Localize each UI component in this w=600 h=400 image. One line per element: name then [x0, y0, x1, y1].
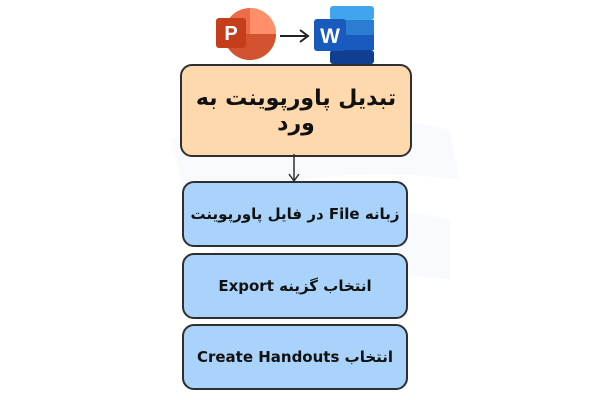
title-box: تبدیل پاورپوینت به ورد [180, 64, 412, 157]
step-box-3: انتخاب Create Handouts [182, 324, 408, 390]
word-icon: W [314, 6, 374, 64]
step-3-text: انتخاب Create Handouts [196, 348, 394, 366]
step-box-2: انتخاب گزینه Export [182, 253, 408, 319]
step-box-1: زبانه File در فایل پاورپوینت [182, 181, 408, 247]
title-text: تبدیل پاورپوینت به ورد [195, 85, 397, 136]
powerpoint-icon: P [216, 8, 276, 60]
step-1-text: زبانه File در فایل پاورپوینت [190, 205, 400, 223]
step-2-text: انتخاب گزینه Export [218, 277, 372, 295]
header-icons: P W [214, 6, 374, 66]
word-letter: W [320, 25, 340, 48]
right-arrow-icon [280, 29, 310, 43]
powerpoint-letter: P [224, 23, 237, 45]
connector-arrow-icon [288, 154, 300, 183]
